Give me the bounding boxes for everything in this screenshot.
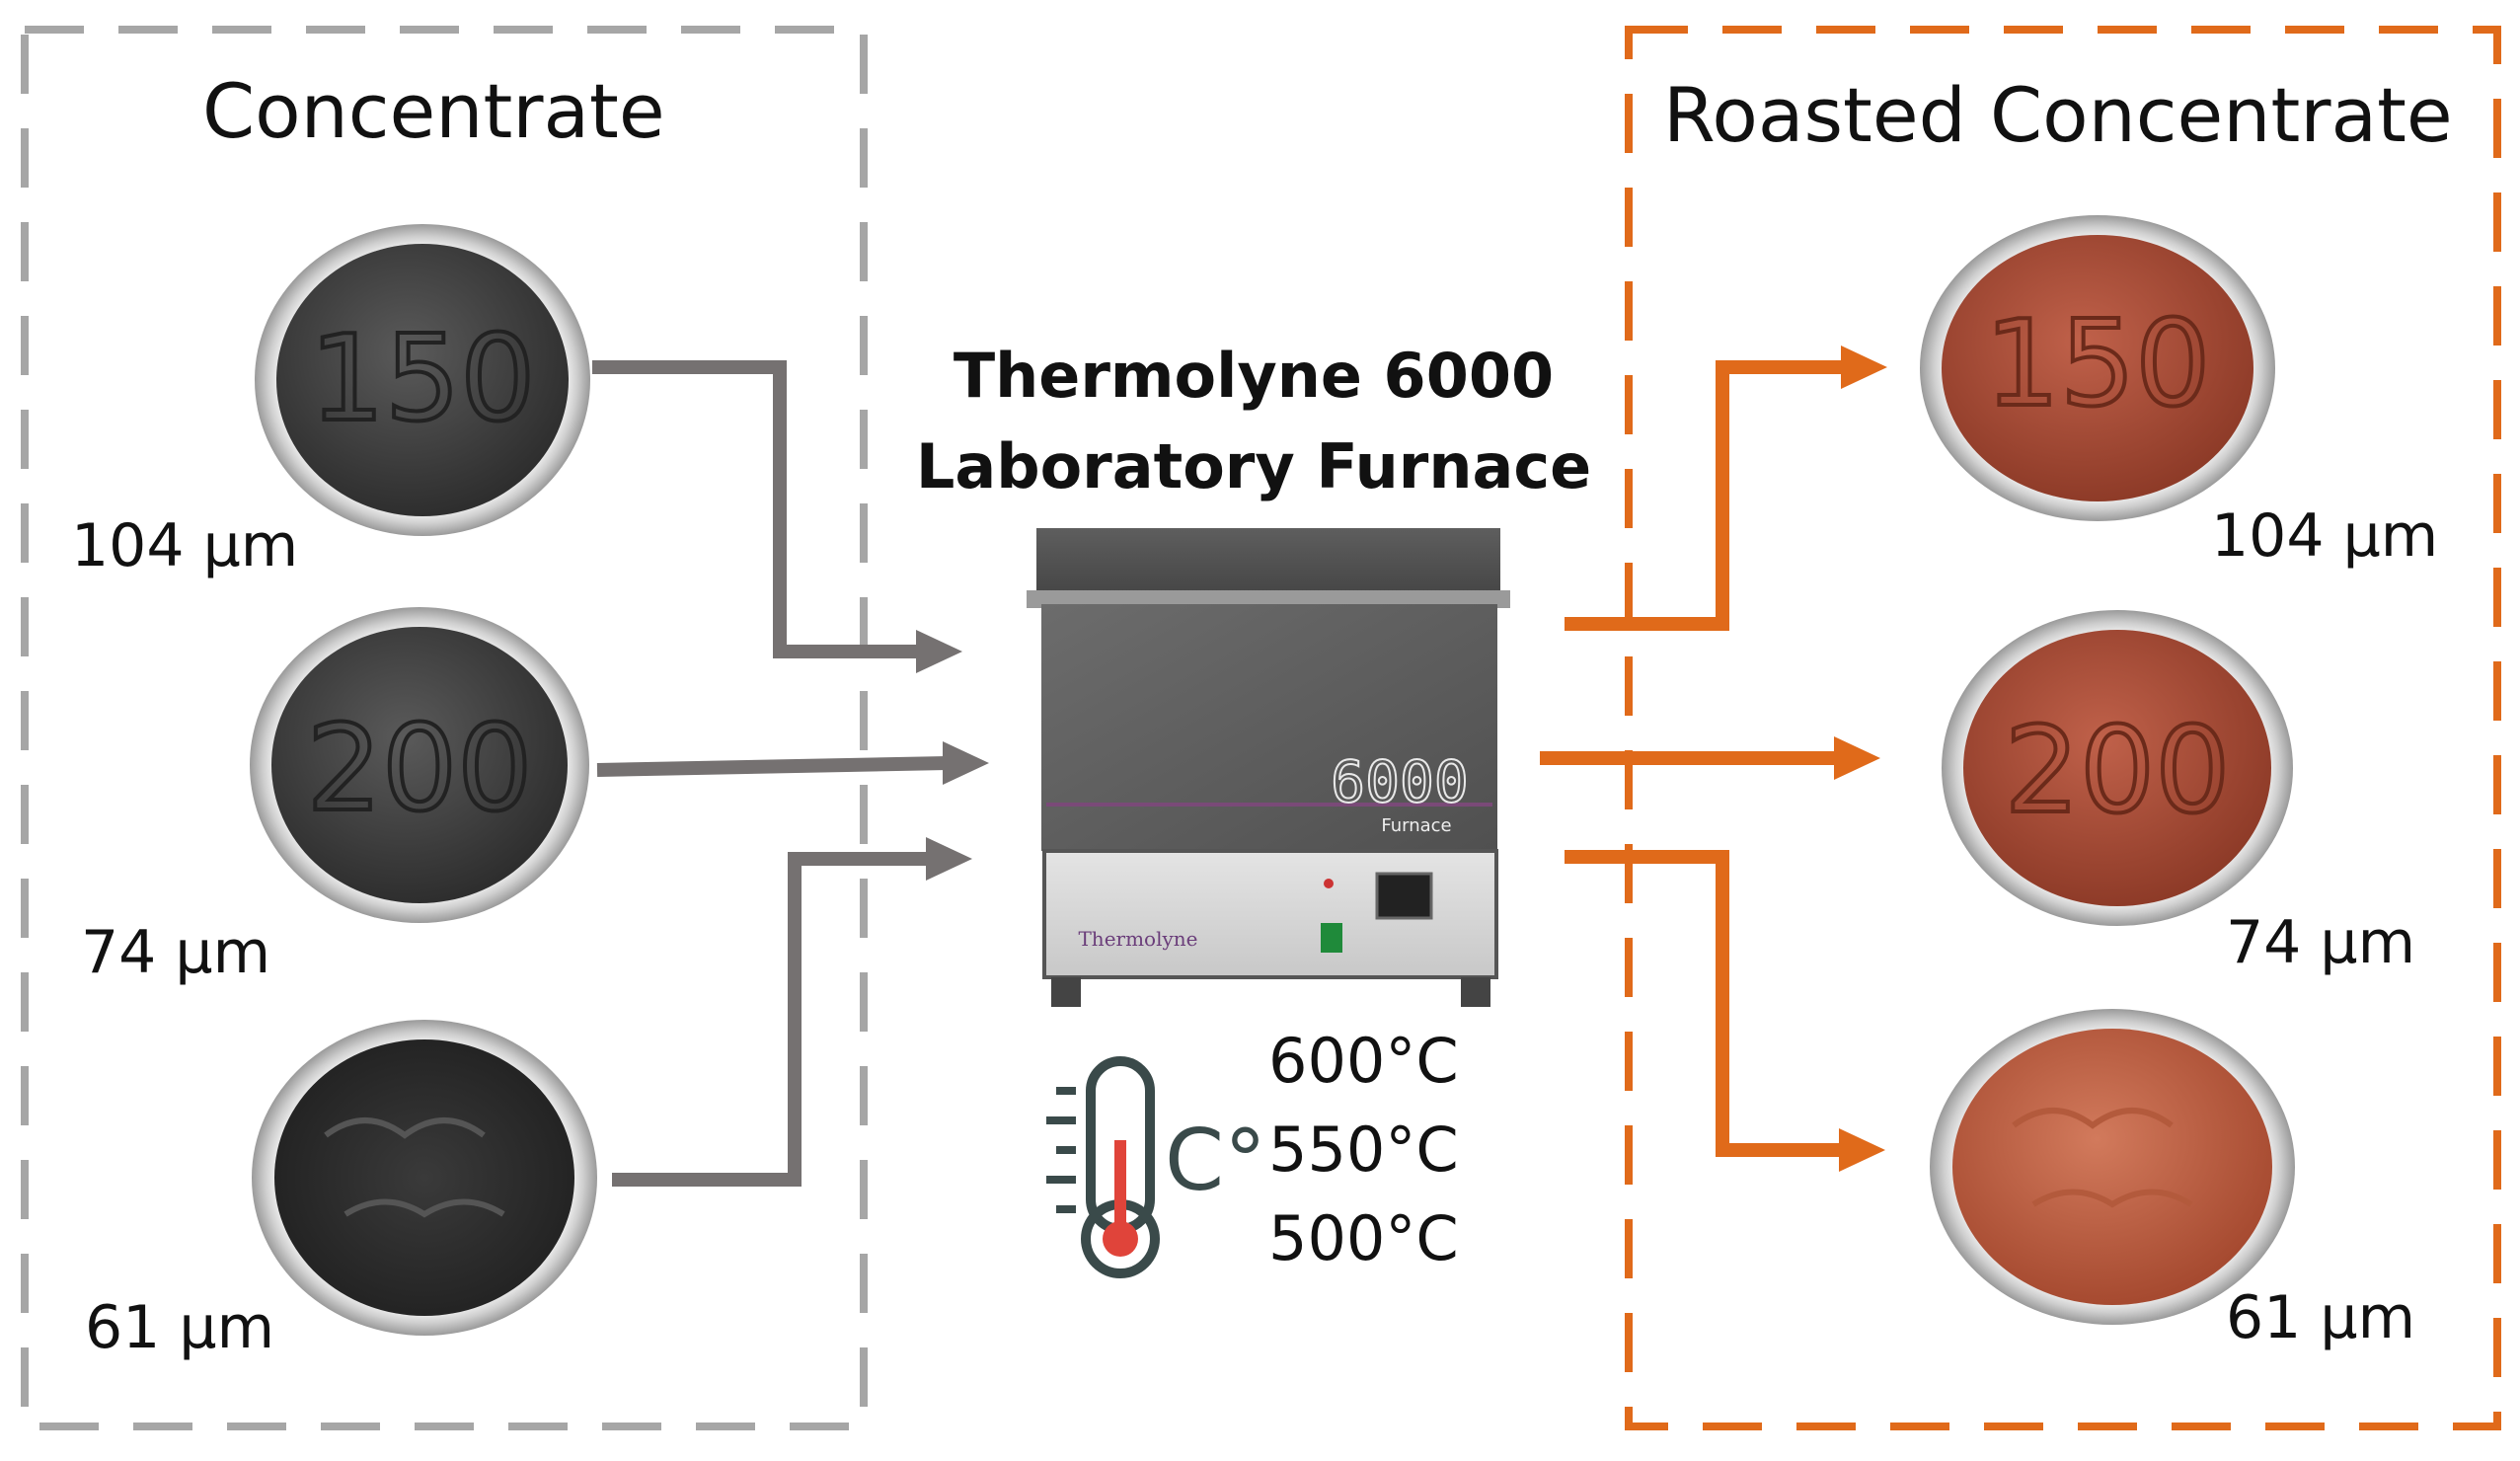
- arrow-furnace-to-61: [1565, 850, 1841, 1157]
- furnace-illustration: 6000 Furnace Thermolyne: [1027, 528, 1510, 1007]
- concentrate-dish-61: [252, 1020, 597, 1336]
- arrowhead-out-61-icon: [1839, 1128, 1885, 1172]
- output-arrows: [1540, 360, 1846, 1157]
- concentrate-dish-74: 200: [250, 607, 589, 923]
- roasted-size-74: 74 µm: [2226, 908, 2416, 977]
- celsius-unit-label: C°: [1165, 1112, 1266, 1210]
- furnace-title: Thermolyne 6000 Laboratory Furnace: [849, 331, 1658, 512]
- furnace-badge-text: Furnace: [1381, 815, 1451, 836]
- roasted-dish-74-writing: 200: [2004, 703, 2230, 840]
- furnace-title-line1: Thermolyne 6000: [953, 340, 1555, 412]
- arrow-74-to-furnace: [596, 756, 949, 777]
- arrow-furnace-to-104: [1565, 360, 1846, 631]
- arrowhead-74-icon: [943, 741, 989, 785]
- concentrate-size-104: 104 µm: [71, 511, 299, 580]
- roasted-size-104: 104 µm: [2211, 501, 2439, 571]
- concentrate-size-74: 74 µm: [81, 918, 271, 987]
- arrowhead-out-74-icon: [1834, 736, 1880, 780]
- input-arrows: [592, 360, 949, 1187]
- roasted-dish-61: [1930, 1009, 2295, 1325]
- furnace-title-line2: Laboratory Furnace: [915, 430, 1592, 502]
- dish-104-writing: 150: [309, 311, 535, 448]
- power-switch-icon: [1321, 923, 1342, 953]
- roasted-panel-border: [1625, 26, 2501, 1430]
- furnace-model-badge: 6000: [1331, 748, 1469, 815]
- arrowhead-104-icon: [916, 630, 962, 673]
- roasted-dish-104: 150: [1920, 215, 2275, 521]
- thermometer-icon: C°: [1046, 1056, 1266, 1278]
- arrow-104-to-furnace: [592, 360, 928, 658]
- concentrate-title: Concentrate: [202, 67, 665, 155]
- temperature-600: 600°C: [1268, 1025, 1459, 1097]
- arrowhead-61-icon: [926, 837, 972, 881]
- concentrate-size-61: 61 µm: [85, 1293, 275, 1362]
- dish-74-writing: 200: [306, 701, 532, 838]
- concentrate-panel-border: [21, 26, 868, 1430]
- roasted-dish-104-writing: 150: [1984, 296, 2210, 433]
- controller-display-icon: [1375, 872, 1433, 920]
- roasted-concentrate-title: Roasted Concentrate: [1663, 71, 2453, 159]
- arrow-61-to-furnace: [612, 852, 938, 1187]
- roasted-size-61: 61 µm: [2226, 1283, 2416, 1352]
- arrowhead-out-104-icon: [1841, 346, 1887, 389]
- concentrate-dish-104: 150: [255, 224, 590, 536]
- furnace-brand: Thermolyne: [1078, 927, 1197, 951]
- temperature-550: 550°C: [1268, 1114, 1459, 1186]
- roasted-dish-74: 200: [1942, 610, 2293, 926]
- temperature-500: 500°C: [1268, 1202, 1459, 1274]
